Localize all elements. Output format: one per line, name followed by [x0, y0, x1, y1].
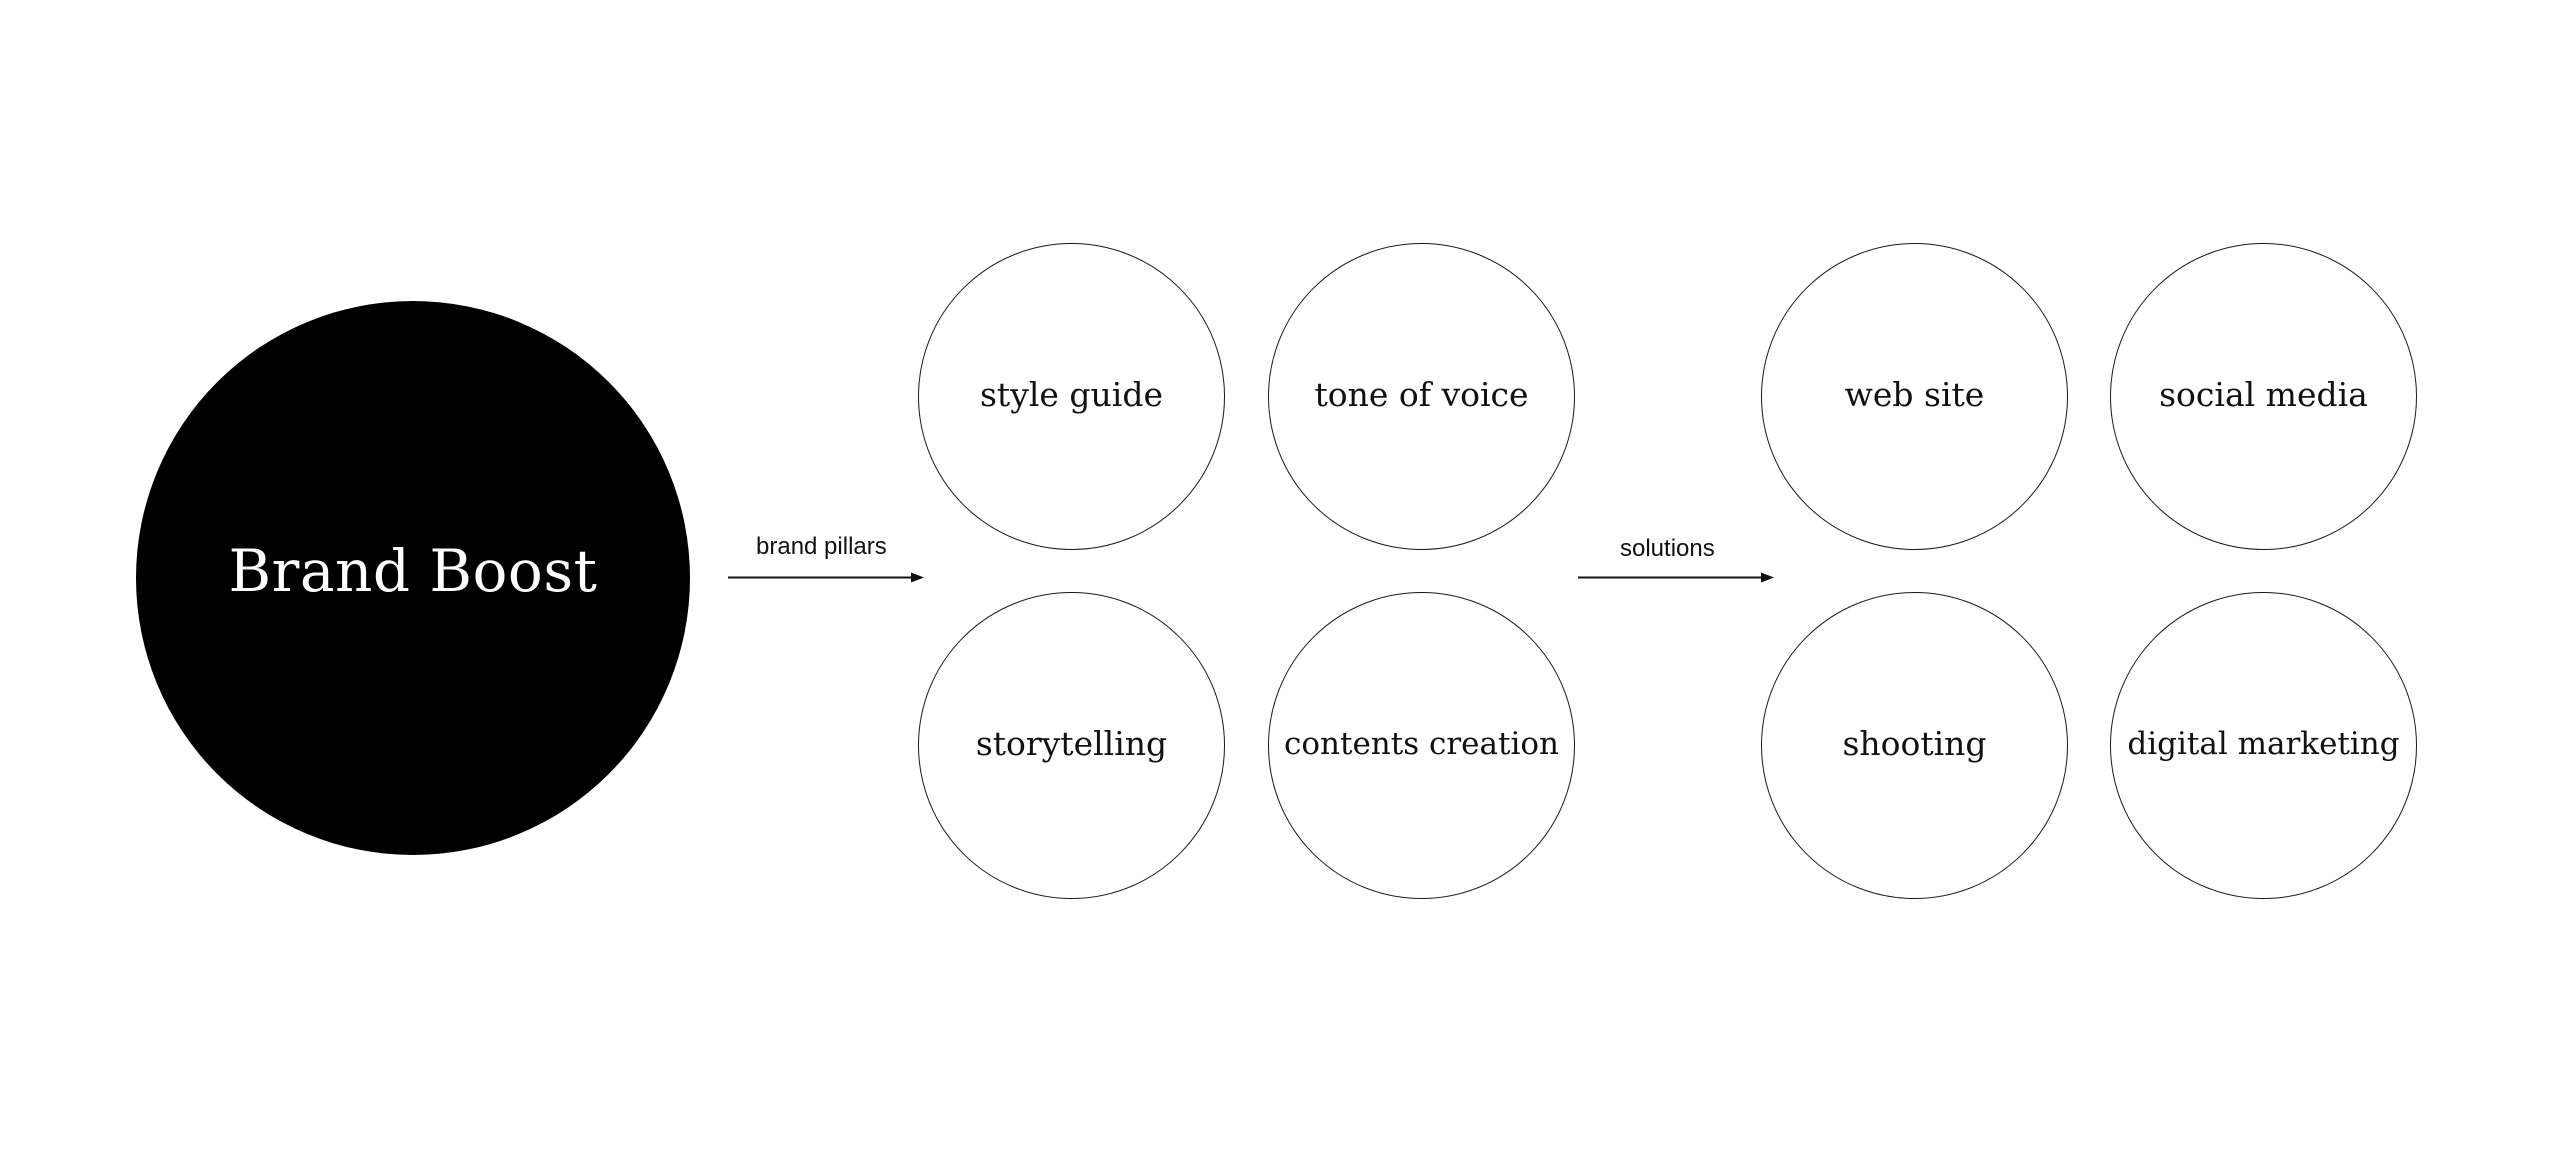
pillar-label: style guide [980, 375, 1163, 414]
pillar-label: contents creation [1284, 725, 1559, 762]
solution-label: web site [1844, 375, 1985, 414]
brand-boost-title: Brand Boost [228, 537, 598, 605]
solution-label: digital marketing [2127, 725, 2400, 762]
solutions-label: solutions [1620, 535, 1715, 562]
solution-label: shooting [1842, 724, 1987, 763]
pillar-contents-creation: contents creation [1268, 592, 1575, 899]
solution-web-site: web site [1761, 243, 2068, 550]
pillar-tone-of-voice: tone of voice [1268, 243, 1575, 550]
solution-shooting: shooting [1761, 592, 2068, 899]
solution-digital-marketing: digital marketing [2110, 592, 2417, 899]
solution-label: social media [2159, 375, 2368, 414]
pillar-label: storytelling [975, 724, 1168, 763]
solutions-arrow [1578, 572, 1774, 583]
pillar-storytelling: storytelling [918, 592, 1225, 899]
solution-social-media: social media [2110, 243, 2417, 550]
brand-boost-circle: Brand Boost [136, 301, 690, 855]
pillar-label: tone of voice [1314, 375, 1529, 414]
brand-pillars-arrow [728, 572, 924, 583]
pillar-style-guide: style guide [918, 243, 1225, 550]
brand-pillars-label: brand pillars [756, 533, 887, 560]
